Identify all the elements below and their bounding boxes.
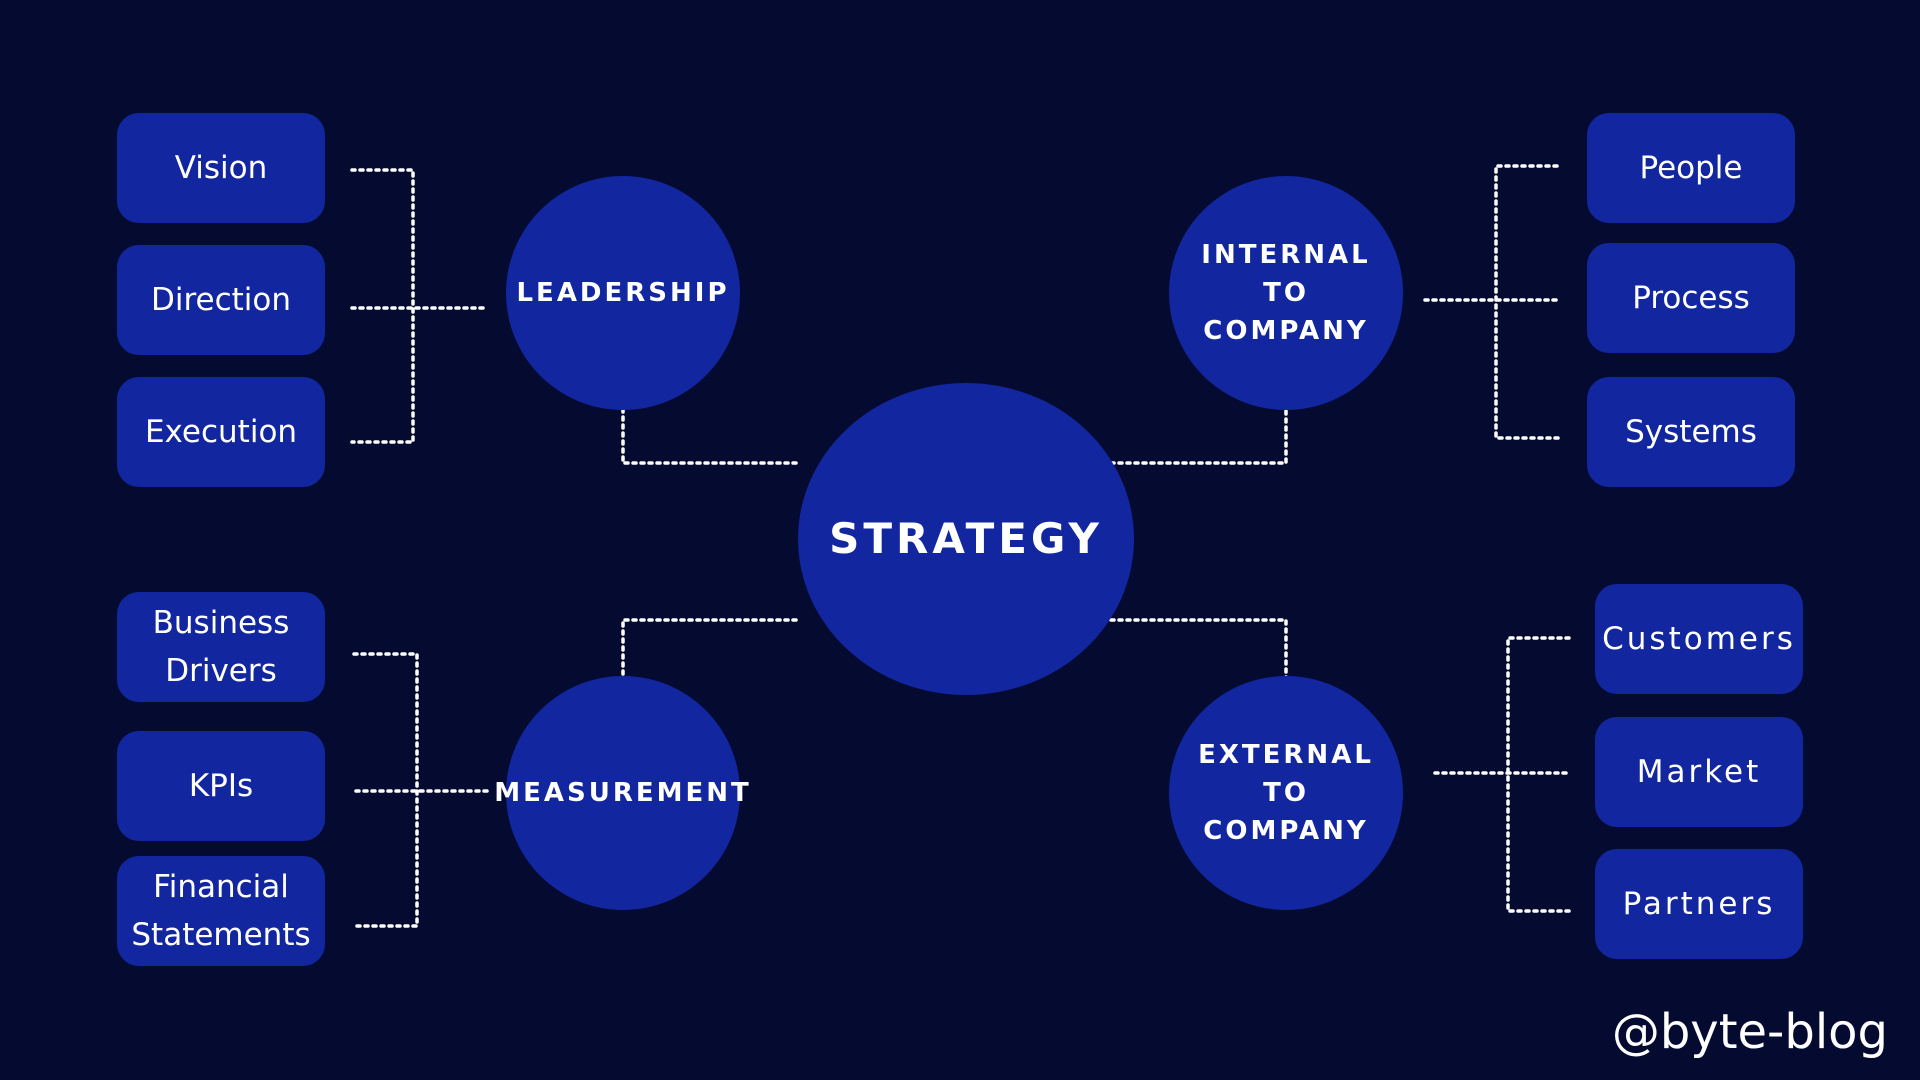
connector-people (1494, 164, 1565, 440)
watermark: @byte-blog (1611, 1004, 1888, 1060)
box-partners: Partners (1595, 849, 1803, 959)
center-strategy: STRATEGY (798, 383, 1134, 695)
box-business-drivers: Business Drivers (117, 592, 325, 702)
box-market: Market (1595, 717, 1803, 827)
box-systems: Systems (1587, 377, 1795, 487)
box-kpis: KPIs (117, 731, 325, 841)
connector-customers (1506, 636, 1574, 913)
hub-measurement: MEASUREMENT (494, 676, 749, 910)
box-process: Process (1587, 243, 1795, 353)
connector-vision (350, 168, 415, 444)
hub-internal-to-company: INTERNAL TO COMPANY (1169, 176, 1403, 410)
box-people: People (1587, 113, 1795, 223)
box-direction: Direction (117, 245, 325, 355)
box-vision: Vision (117, 113, 325, 223)
hub-leadership: LEADERSHIP (506, 176, 740, 410)
box-financial-statements: Financial Statements (117, 856, 325, 966)
box-execution: Execution (117, 377, 325, 487)
connector-center-leadership (621, 365, 798, 465)
hub-external-to-company: EXTERNAL TO COMPANY (1169, 676, 1403, 910)
connector-business-drivers (352, 652, 419, 928)
box-customers: Customers (1595, 584, 1803, 694)
